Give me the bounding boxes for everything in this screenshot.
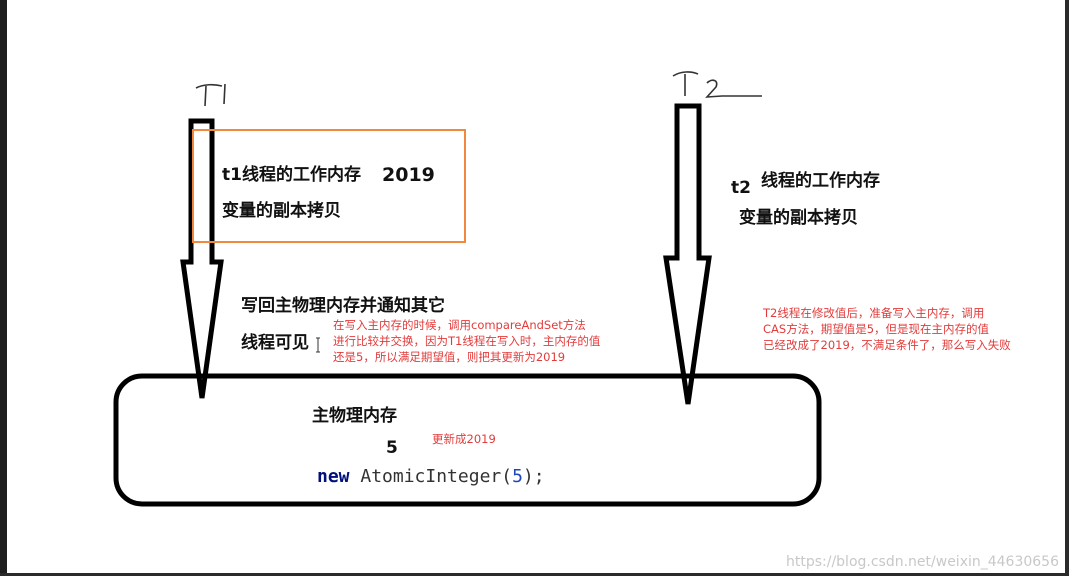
t2-note-line3: 已经改成了2019，不满足条件了，那么写入失败 bbox=[763, 338, 1011, 352]
t1-note-line2: 进行比较并交换，因为T1线程在写入时，主内存的值 bbox=[333, 334, 601, 348]
t2-note-line1: T2线程在修改值后，准备写入主内存，调用 bbox=[763, 306, 985, 320]
text-cursor-icon bbox=[316, 337, 320, 353]
t1-arrow bbox=[180, 118, 224, 399]
main-memory-title: 主物理内存 bbox=[312, 406, 397, 426]
writeback-line2: 线程可见 bbox=[241, 333, 309, 353]
t2-handwritten-label bbox=[672, 71, 762, 98]
t1-handwritten-label bbox=[195, 83, 226, 107]
t2-note-line2: CAS方法，期望值是5，但是现在主内存的值 bbox=[763, 322, 990, 336]
main-memory-value: 5 bbox=[386, 438, 398, 458]
code-end: ); bbox=[522, 466, 545, 487]
main-memory-box bbox=[113, 373, 822, 507]
left-border bbox=[0, 0, 7, 576]
t2-box-line1: 线程的工作内存 bbox=[761, 171, 880, 191]
t1-box-line1: t1线程的工作内存 bbox=[222, 165, 361, 185]
t1-box-line2: 变量的副本拷贝 bbox=[222, 201, 341, 221]
t1-box-value: 2019 bbox=[382, 164, 435, 186]
watermark: https://blog.csdn.net/weixin_44630656 bbox=[785, 554, 1059, 570]
bottom-border bbox=[0, 573, 1069, 576]
code-class: AtomicInteger( bbox=[360, 466, 513, 487]
code-arg: 5 bbox=[512, 466, 523, 487]
t1-working-memory-box bbox=[192, 129, 466, 243]
main-memory-updated-note: 更新成2019 bbox=[432, 432, 496, 446]
t2-box-prefix: t2 bbox=[731, 178, 751, 198]
code-keyword: new bbox=[317, 466, 350, 487]
atomic-integer-code: new AtomicInteger(5); bbox=[317, 466, 545, 487]
t2-box-line2: 变量的副本拷贝 bbox=[739, 208, 858, 228]
writeback-line1: 写回主物理内存并通知其它 bbox=[241, 296, 445, 316]
t1-note-line3: 还是5，所以满足期望值，则把其更新为2019 bbox=[333, 350, 566, 364]
right-border bbox=[1065, 0, 1069, 576]
t2-arrow bbox=[663, 103, 712, 405]
t1-note-line1: 在写入主内存的时候，调用compareAndSet方法 bbox=[333, 318, 586, 332]
